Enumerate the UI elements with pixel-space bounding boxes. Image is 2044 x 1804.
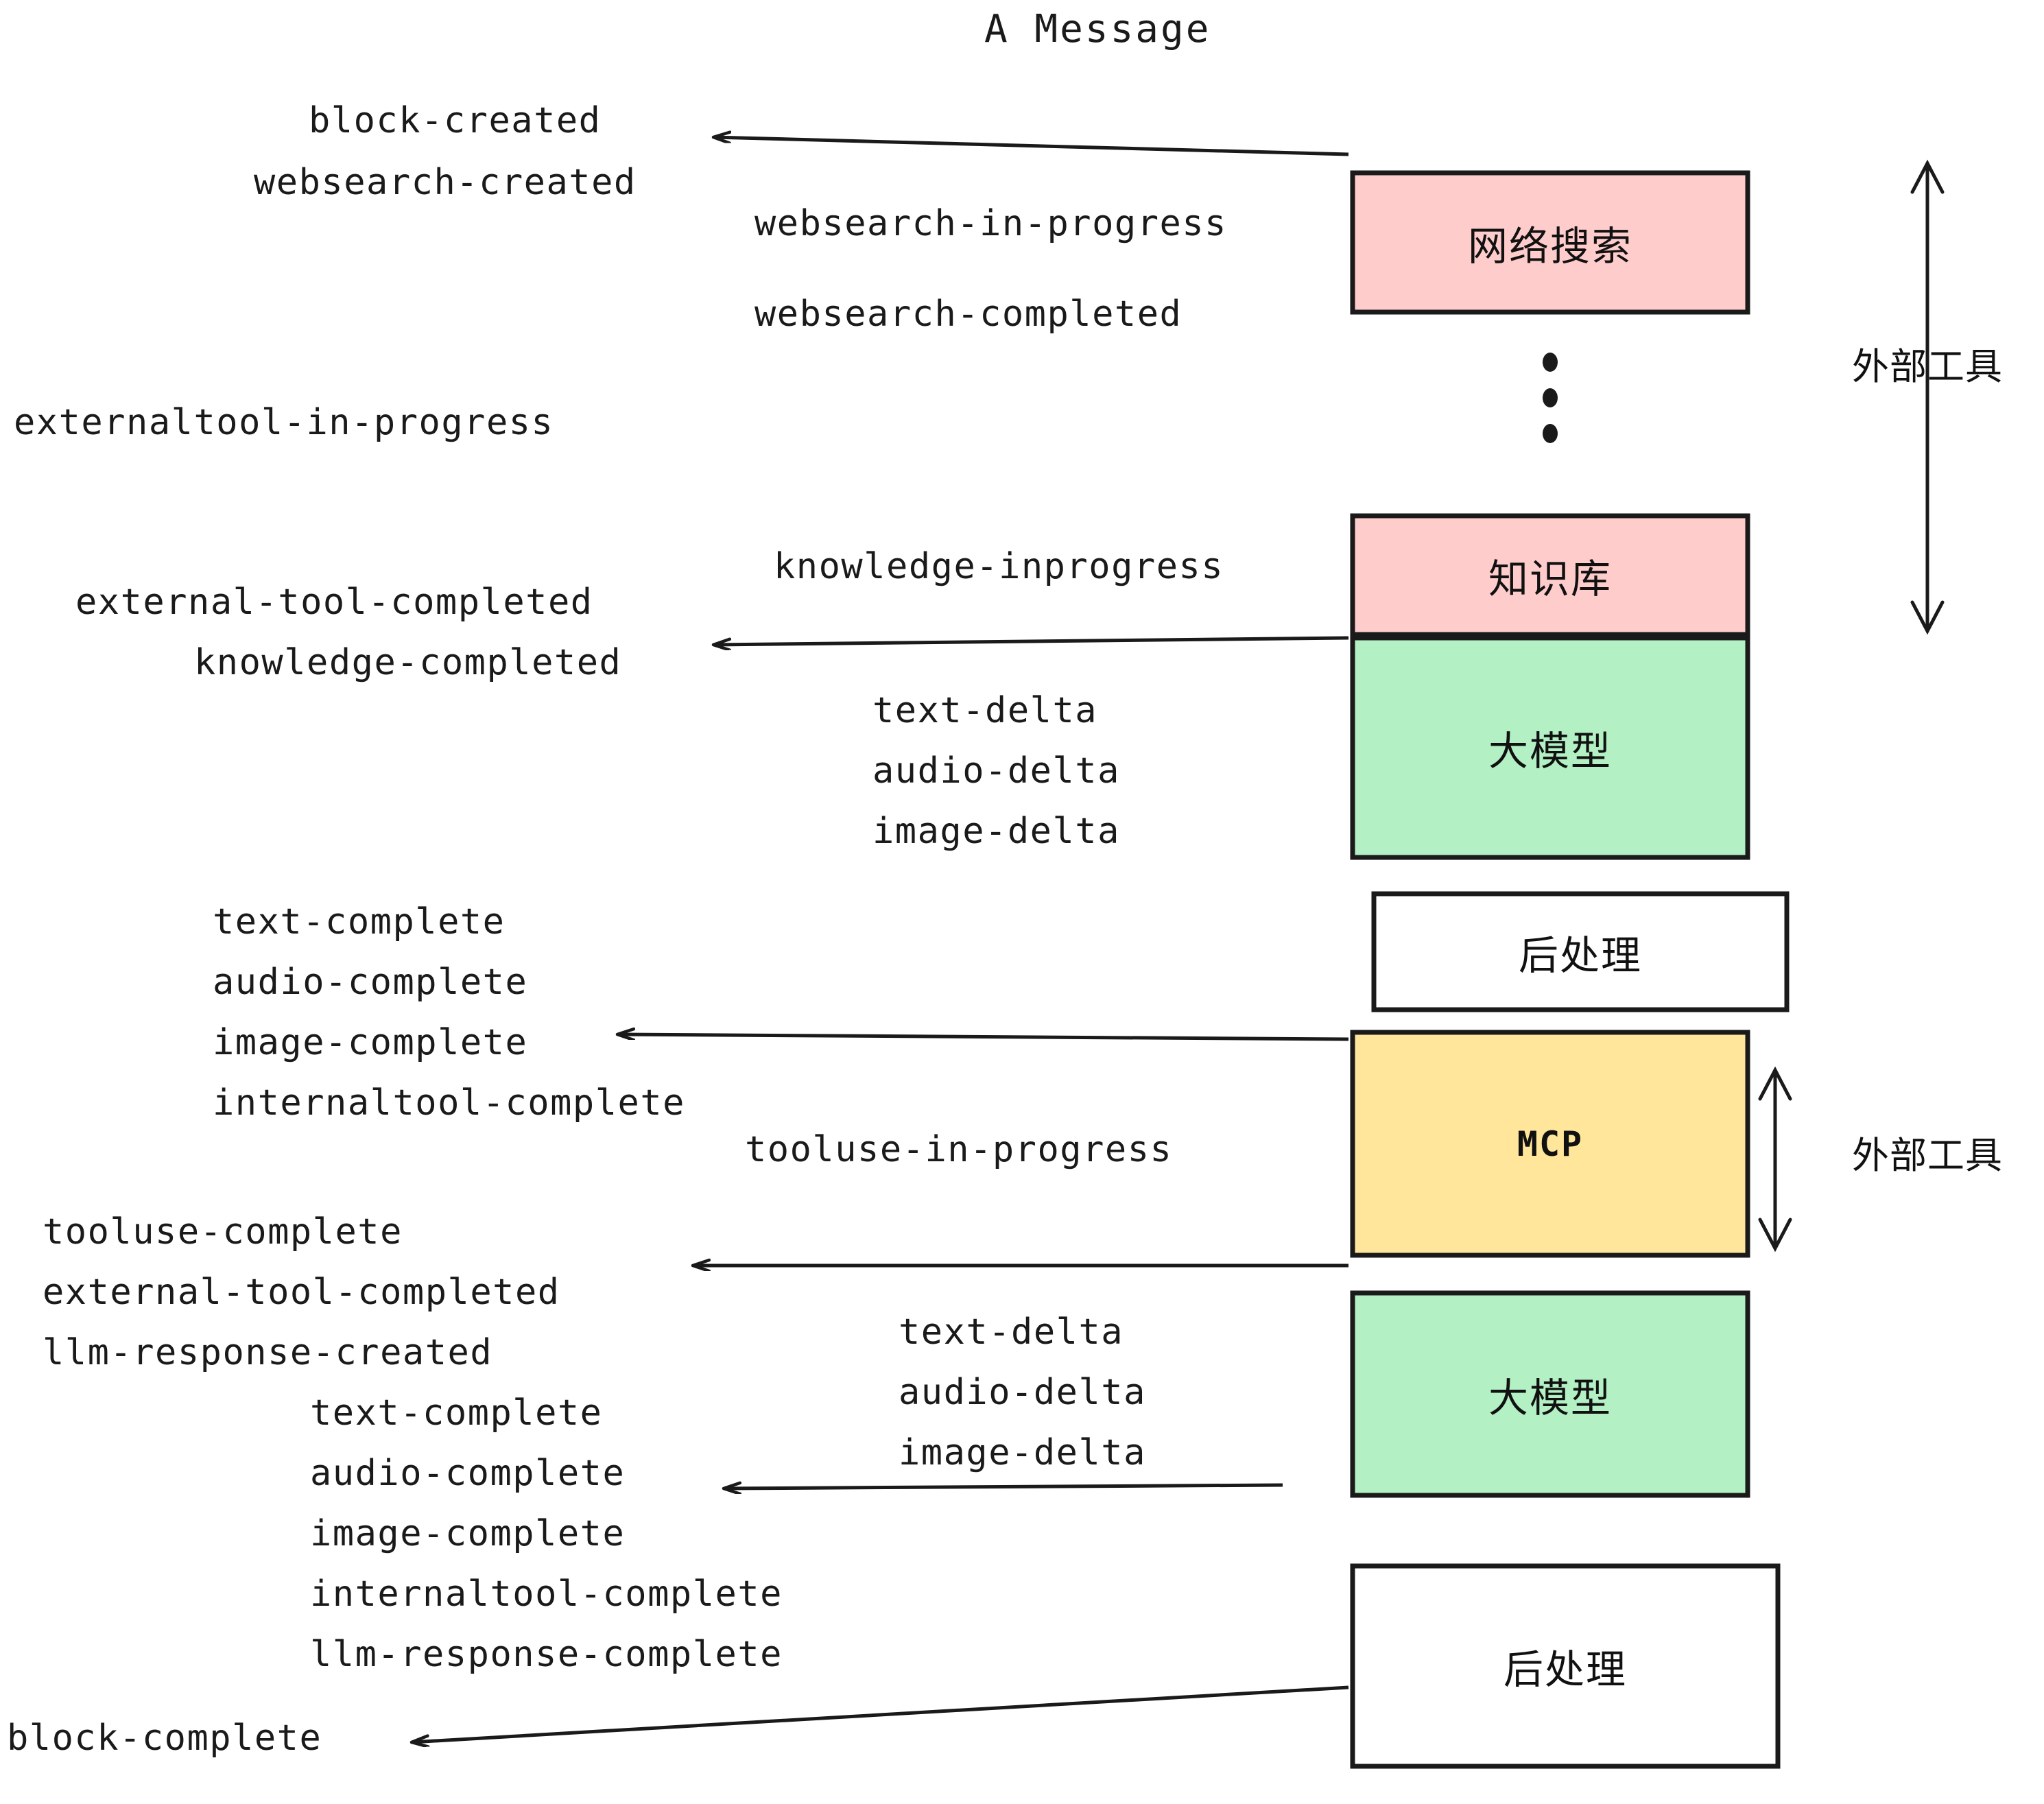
event-label-knowledge-completed: knowledge-completed [194, 642, 622, 683]
arrow-knowledge-done [713, 636, 1349, 645]
arrow-block-complete [412, 1685, 1349, 1742]
event-label-text-complete-2: text-complete [310, 1392, 603, 1434]
event-label-websearch-created: websearch-created [254, 162, 637, 203]
event-label-knowledge-inprogress: knowledge-inprogress [774, 546, 1224, 587]
ellipsis-dot-2 [1543, 388, 1558, 407]
flow-arrows [412, 137, 1349, 1742]
event-label-external-tool-completed-1: external-tool-completed [75, 582, 593, 623]
box-llm-2[interactable] [1350, 1290, 1750, 1498]
external-tool-range-arrows [1758, 159, 1945, 1253]
event-label-internaltool-complete-2: internaltool-complete [310, 1574, 783, 1615]
side-label-external-tools-top: 外部工具 [1852, 345, 2003, 388]
event-label-text-delta-2: text-delta [899, 1312, 1124, 1353]
event-label-image-complete-1: image-complete [213, 1022, 528, 1063]
external-tools-arrow-top [1910, 159, 1945, 635]
event-label-text-delta-1: text-delta [872, 690, 1098, 731]
event-label-image-delta-2: image-delta [899, 1432, 1146, 1473]
box-websearch[interactable] [1350, 170, 1750, 315]
box-postprocess-2[interactable] [1350, 1563, 1781, 1769]
event-label-llm-response-complete: llm-response-complete [310, 1634, 783, 1675]
event-label-audio-delta-1: audio-delta [872, 750, 1120, 792]
event-label-image-delta-1: image-delta [872, 811, 1120, 852]
event-label-internaltool-complete-1: internaltool-complete [213, 1082, 685, 1124]
side-label-external-tools-bottom: 外部工具 [1852, 1134, 2003, 1177]
event-label-llm-response-created: llm-response-created [43, 1332, 493, 1373]
box-knowledge[interactable] [1350, 513, 1750, 637]
arrow-audio-complete [724, 1485, 1283, 1488]
arrow-image-complete [617, 1034, 1349, 1041]
ellipsis-dot-1 [1543, 353, 1558, 372]
arrow-block-created [713, 137, 1349, 156]
event-label-audio-complete-1: audio-complete [213, 962, 528, 1003]
event-label-block-complete: block-complete [7, 1718, 322, 1759]
external-tools-arrow-bottom [1758, 1066, 1792, 1253]
page-title: A Message [984, 7, 1211, 51]
event-label-image-complete-2: image-complete [310, 1513, 626, 1554]
event-label-audio-complete-2: audio-complete [310, 1453, 626, 1494]
event-label-websearch-in-progress: websearch-in-progress [754, 203, 1227, 244]
event-label-websearch-completed: websearch-completed [754, 294, 1183, 335]
event-label-externaltool-in-progress: externaltool-in-progress [14, 402, 554, 443]
event-label-block-created: block-created [309, 100, 602, 141]
ellipsis-dots [1543, 353, 1558, 443]
event-label-tooluse-in-progress: tooluse-in-progress [745, 1129, 1173, 1170]
event-label-audio-delta-2: audio-delta [899, 1372, 1146, 1413]
process-boxes [1350, 170, 1790, 1769]
event-label-text-complete-1: text-complete [213, 901, 506, 942]
box-mcp[interactable] [1350, 1030, 1750, 1258]
box-llm-1[interactable] [1350, 635, 1750, 860]
event-label-external-tool-completed-2: external-tool-completed [43, 1272, 560, 1313]
event-label-tooluse-complete: tooluse-complete [43, 1211, 403, 1253]
ellipsis-dot-3 [1543, 424, 1558, 443]
box-postprocess-1[interactable] [1371, 891, 1790, 1012]
